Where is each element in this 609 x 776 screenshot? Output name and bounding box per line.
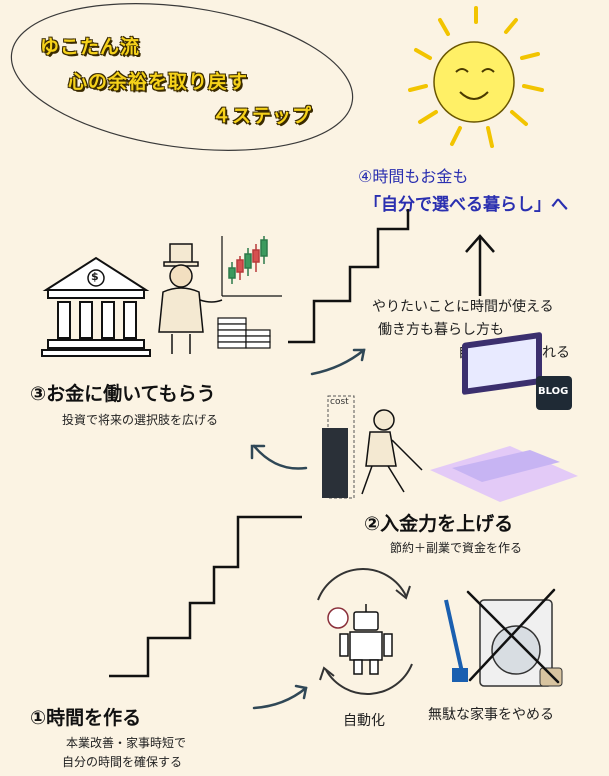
step2-subtitle: 節約＋副業で資金を作る [390,541,523,555]
stop-chores-label: 無駄な家事をやめる [428,707,554,723]
cost-label: cost [330,397,349,407]
goal-line-2: 「自分で選べる暮らし」へ [364,195,568,215]
title-line-1: ゆこたん流 [40,36,141,58]
automation-label: 自動化 [343,713,385,729]
title-line-2: 心の余裕を取り戻す [68,71,249,93]
step3-subtitle: 投資で将来の選択肢を広げる [62,413,219,427]
bank-dollar-sign: $ [91,270,99,283]
result-line-1: やりたいことに時間が使える [372,299,554,315]
goal-line-1: ④時間もお金も [358,167,469,186]
blog-label: BLOG [538,386,569,397]
step2-title: ②入金力を上げる [364,513,514,535]
step1-title: ①時間を作る [30,707,142,729]
title-line-3: ４ステップ [212,105,313,127]
result-line-2: 働き方も暮らし方も [378,322,504,338]
step1-subtitle-2: 自分の時間を確保する [62,755,183,769]
step1-subtitle-1: 本業改善・家事時短で [66,736,187,750]
step3-title: ③お金に働いてもらう [30,383,216,405]
